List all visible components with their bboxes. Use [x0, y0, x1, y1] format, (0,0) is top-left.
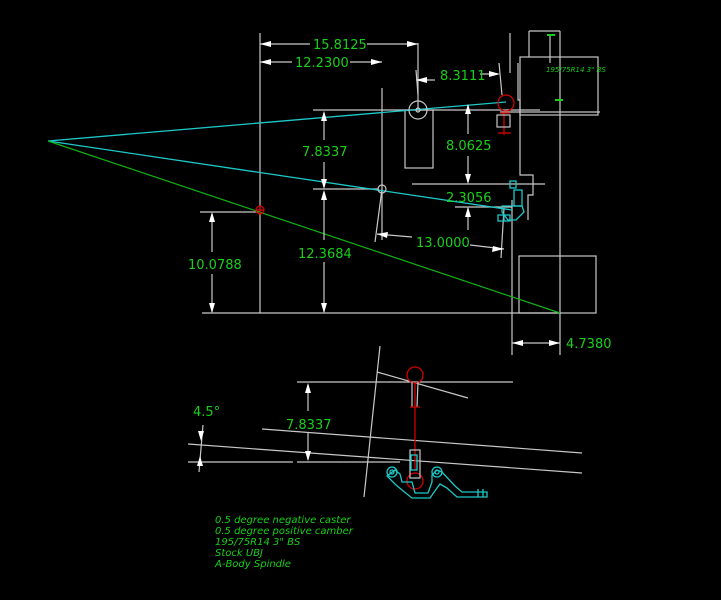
- dim-balljoint-spacing-label: 8.0625: [446, 139, 492, 154]
- note-caster: 0.5 degree negative caster: [215, 515, 351, 526]
- dim-overall-width: 15.8125: [260, 38, 418, 53]
- side-lower-ball-joint: [406, 449, 424, 490]
- angled-ref: [187, 443, 583, 474]
- dim-lower-bj-offset: 2.3056: [446, 191, 492, 230]
- note-camber: 0.5 degree positive camber: [215, 526, 354, 537]
- dim-caster-angle-label: 4.5°: [193, 405, 220, 420]
- wheel-upper-box: [519, 56, 599, 116]
- dim-lower-pivot-height-label: 12.3684: [298, 247, 352, 262]
- upper-pivot: [408, 100, 428, 120]
- dim-lower-pivot-height: 12.3684: [298, 190, 352, 313]
- dim-upper-offset: 8.3111: [415, 62, 503, 96]
- lower-ball-joint: [497, 180, 525, 222]
- dim-roll-center-height: 10.0788: [188, 212, 242, 313]
- note-tire: 195/75R14 3" BS: [215, 537, 301, 548]
- upper-arm-side: [376, 371, 469, 399]
- front-view: 15.8125 12.2300 8.3111 7.8337: [47, 30, 612, 355]
- side-view: 4.5° 7.8337: [187, 345, 583, 499]
- note-spindle: A-Body Spindle: [214, 559, 291, 570]
- spindle-outline: [517, 63, 534, 220]
- upper-arm-ic-line: [47, 101, 507, 142]
- upper-ball-joint: [496, 94, 515, 135]
- dim-scrub-offset-label: 4.7380: [566, 337, 612, 352]
- lower-side-ref: [261, 428, 583, 454]
- dim-lower-pivot-width: 12.2300: [260, 56, 382, 71]
- dim-scrub-offset: 4.7380: [512, 337, 612, 352]
- dim-lower-arm-length: 13.0000: [376, 232, 505, 252]
- roll-center-marker: [255, 205, 265, 215]
- dim-lower-arm-length-label: 13.0000: [416, 236, 470, 251]
- tire-label: 195/75R14 3" BS: [546, 66, 606, 74]
- lower-pivot: [377, 184, 387, 194]
- notes-block: 0.5 degree negative caster 0.5 degree po…: [214, 515, 354, 570]
- side-spindle: [386, 466, 488, 499]
- caster-axis: [363, 345, 381, 498]
- dim-pivot-height-diff: 7.8337: [302, 111, 348, 189]
- lower-arm-ic-line: [47, 140, 513, 211]
- dim-overall-width-label: 15.8125: [313, 38, 367, 53]
- lower-arm-bar: [374, 188, 383, 243]
- dim-balljoint-spacing: 8.0625: [446, 104, 492, 184]
- tire-contact-box: [518, 255, 597, 314]
- roll-center-line: [47, 140, 561, 314]
- dim-upper-offset-label: 8.3111: [440, 69, 486, 84]
- note-ubj: Stock UBJ: [215, 548, 263, 559]
- dim-pivot-height-diff-label: 7.8337: [302, 145, 348, 160]
- dim-lower-pivot-width-label: 12.2300: [295, 56, 349, 71]
- dim-lower-bj-offset-label: 2.3056: [446, 191, 492, 206]
- upper-pivot-center: [415, 107, 421, 113]
- dim-roll-center-height-label: 10.0788: [188, 258, 242, 273]
- dim-side-pivot-height-label: 7.8337: [286, 418, 332, 433]
